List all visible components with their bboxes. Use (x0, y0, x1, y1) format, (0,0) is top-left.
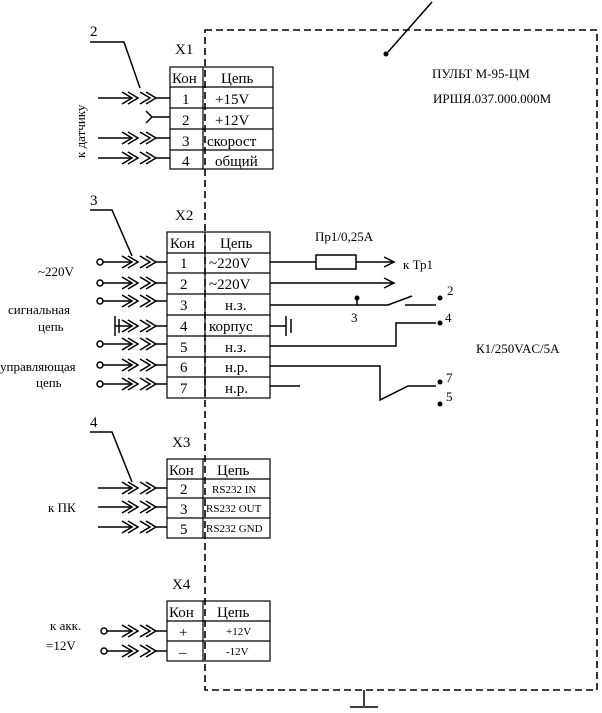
x2-internal-wiring (270, 254, 436, 402)
panel-title: ПУЛЬТ М-95-ЦМ (432, 66, 530, 81)
relay-label: К1/250VAC/5A (476, 341, 560, 356)
connector-x2-wires (90, 209, 167, 391)
label-battery-line1: к акк. (50, 618, 81, 633)
connector-x3-pin: 2 (180, 482, 188, 498)
connector-x4-header-circuit: Цепь (217, 605, 250, 621)
connector-x4-table (166, 600, 271, 662)
connector-x4-name: X4 (172, 577, 191, 593)
label-control-circuit-line1: управляющая (0, 359, 76, 374)
connector-x1-pin: 1 (182, 92, 190, 108)
label-signal-circuit-line1: сигнальная (8, 302, 70, 317)
connector-x1-signal: +12V (215, 113, 249, 129)
connector-x1-header-circuit: Цепь (221, 71, 254, 87)
relay-contact-label: 3 (351, 310, 358, 325)
connector-x2-header-circuit: Цепь (220, 236, 253, 252)
connector-x2-pin: 3 (180, 298, 188, 314)
connector-x3-signal: RS232 GND (206, 523, 263, 535)
label-control-circuit-line2: цепь (36, 375, 62, 390)
connector-x1-signal: общий (215, 154, 258, 170)
connector-x3-name: X3 (172, 435, 190, 451)
callout-3: 3 (90, 193, 98, 209)
panel-ground-icon (350, 690, 378, 708)
panel-leader-line (387, 1, 433, 53)
connector-x4-pin: – (178, 645, 187, 661)
connector-x2-pin: 7 (180, 381, 188, 397)
relay-contact-label: 7 (446, 370, 453, 385)
connector-x3-wires (90, 431, 167, 534)
panel-leader-dot (383, 51, 389, 57)
connector-x2-signal: н.р. (225, 381, 248, 397)
connector-x2-signal: н.з. (225, 340, 246, 356)
label-220v: ~220V (38, 264, 75, 279)
connector-x1-pin: 4 (182, 154, 190, 170)
connector-x2-signal: ~220V (209, 256, 251, 272)
connector-x2-pin: 2 (180, 277, 188, 293)
connector-x2-pin: 4 (180, 319, 188, 335)
connector-x1-pin: 2 (182, 113, 190, 129)
connector-x1-signal: скорост (207, 134, 257, 150)
connector-x4-pin: + (179, 625, 187, 641)
connector-x3-table (166, 458, 271, 539)
callout-2: 2 (90, 24, 98, 40)
connector-x4-signal: -12V (226, 646, 249, 658)
panel-enclosure (204, 29, 598, 691)
connector-x1-wires (90, 41, 170, 165)
relay-contacts (354, 295, 443, 407)
connector-x2-header-contact: Кон (170, 236, 195, 252)
connector-x4-signal: +12V (226, 626, 251, 638)
connector-x2-signal: н.р. (225, 360, 248, 376)
label-to-pc: к ПК (48, 500, 76, 515)
connector-x3-pin: 3 (180, 502, 188, 518)
relay-contact-label: 2 (447, 283, 454, 298)
connector-x2-table (166, 231, 271, 399)
connector-x3-pin: 5 (180, 522, 188, 538)
connector-x1-table (169, 66, 274, 170)
relay-contact-label: 4 (445, 310, 452, 325)
connector-x1-pin: 3 (182, 134, 190, 150)
connector-x3-header-contact: Кон (169, 463, 194, 479)
connector-x1-header-contact: Кон (172, 71, 197, 87)
fuse-destination-label: к Тр1 (403, 257, 433, 272)
callout-4: 4 (90, 415, 98, 431)
connector-x2-pin: 5 (180, 340, 188, 356)
connector-x3-signal: RS232 OUT (206, 503, 262, 515)
connector-x4-wires (100, 624, 167, 658)
relay-contact-label: 5 (446, 389, 453, 404)
connector-x2-name: X2 (175, 208, 193, 224)
connector-x1-name: X1 (175, 42, 193, 58)
connector-x3-header-circuit: Цепь (217, 463, 250, 479)
label-to-sensor: к датчику (73, 104, 88, 158)
connector-x2-signal: корпус (209, 319, 253, 335)
fuse-label: Пр1/0,25А (315, 229, 374, 244)
panel-code: ИРШЯ.037.000.000М (433, 91, 552, 106)
connector-x3-signal: RS232 IN (212, 484, 256, 496)
connector-x2-signal: н.з. (225, 298, 246, 314)
connector-x1-signal: +15V (215, 92, 249, 108)
connector-x2-signal: ~220V (209, 277, 251, 293)
ground-icon (114, 316, 120, 336)
label-signal-circuit-line2: цепь (38, 319, 64, 334)
chassis-ground-icon (285, 316, 292, 336)
connector-x2-pin: 1 (180, 256, 188, 272)
label-battery-line2: =12V (46, 638, 76, 653)
connector-x2-pin: 6 (180, 360, 188, 376)
connector-x4-header-contact: Кон (169, 605, 194, 621)
